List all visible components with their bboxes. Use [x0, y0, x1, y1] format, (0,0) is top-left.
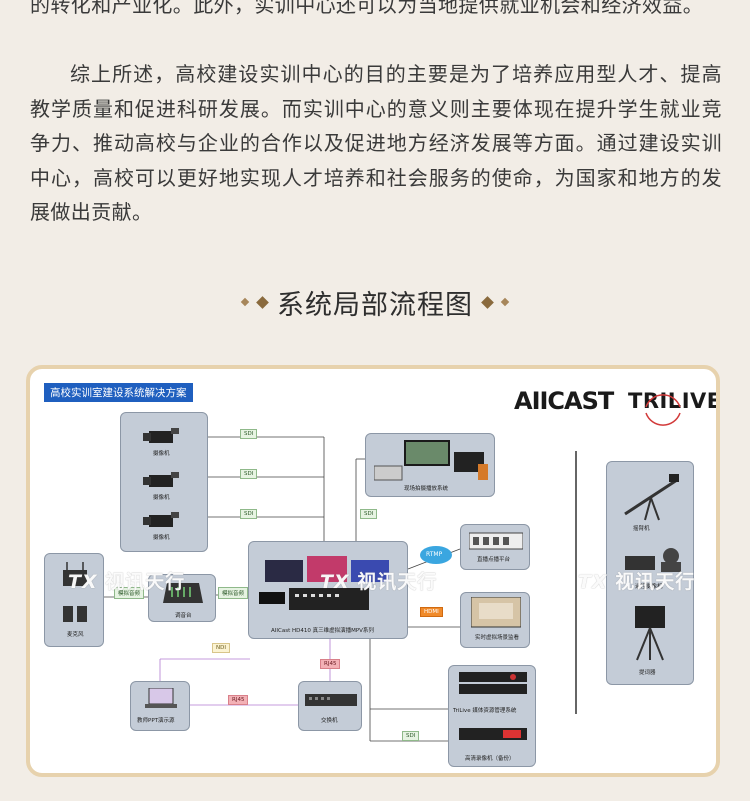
watermark: TX 视讯天行	[68, 567, 185, 594]
watermark-text: 视讯天行	[615, 571, 696, 593]
remote-camera-icon	[625, 548, 681, 572]
article-paragraph-0: 的转化和产业化。此外，实训中心还可以为当地提供就业机会和经济效益。	[30, 0, 704, 17]
analog-audio-tag: 模拟音频	[218, 587, 249, 599]
studio-screen-icon	[471, 597, 521, 628]
section-heading: 系统局部流程图	[0, 282, 750, 322]
diagram-card: 高校实训室建设系统解决方案 AIICAST TRILIVE 摄像机	[26, 365, 720, 777]
prompter-label: 提词器	[639, 670, 656, 676]
laptop-icon	[145, 688, 177, 708]
camera-label: 摄像机	[153, 451, 170, 457]
article-paragraph-1: 综上所述，高校建设实训中心的目的主要是为了培养应用型人才、提高教学质量和促进科研…	[30, 62, 722, 224]
server-icon	[469, 532, 523, 550]
camera-group: 摄像机 摄像机 摄像机	[120, 412, 208, 552]
aicast-logo: AIICAST	[514, 387, 614, 415]
wireless-receiver-icon	[63, 562, 87, 586]
rj45-tag: RJ45	[228, 695, 249, 705]
analog-audio-tag: 模拟音频	[114, 587, 145, 599]
crane-icon	[624, 474, 679, 521]
live-platform-box: 直播点播平台	[460, 524, 530, 570]
watermark-text: 视讯天行	[357, 571, 438, 593]
switch-label: 交换机	[321, 718, 338, 724]
trilive-logo: TRILIVE	[628, 389, 720, 413]
teacher-pc-box: 教师PPT演示源	[130, 681, 190, 731]
main-system-label: AIICast HD410 真三维虚拟演播MPV系列	[271, 628, 374, 634]
camera-support-group: 摇臂机 遥控摄像机 提词器	[606, 461, 694, 685]
monitor-desk-icon	[374, 440, 488, 481]
watermark-text: 视讯天行	[105, 571, 186, 593]
watermark-logo-icon: TX	[320, 571, 350, 593]
watermark: TX 视讯天行	[320, 567, 437, 594]
monitor-system-box: 现场拍摄播放系统	[365, 433, 495, 497]
recorder-label: 高清录像机（备份）	[465, 756, 515, 762]
sdi-tag: SDI	[240, 429, 258, 439]
trilive-manager-label: TriLive 媒体资源管理系统	[453, 708, 517, 714]
diagram-banner: 高校实训室建设系统解决方案	[44, 383, 193, 402]
camera-icon	[143, 472, 179, 487]
crane-label: 摇臂机	[633, 526, 650, 532]
live-platform-label: 直播点播平台	[477, 557, 511, 563]
camera-label: 摄像机	[153, 535, 170, 541]
media-server-icon	[459, 672, 527, 694]
monitor-system-label: 现场拍摄播放系统	[404, 486, 449, 492]
mic-group: 麦克风	[44, 553, 104, 647]
hdmi-tag: HDMI	[420, 607, 443, 617]
recorder-icon	[459, 728, 527, 740]
diamond-icon	[240, 297, 250, 307]
watermark-logo-icon: TX	[68, 571, 98, 593]
diamond-icon	[481, 295, 494, 309]
rj45-tag: RJ45	[320, 659, 341, 669]
sdi-tag: SDI	[402, 731, 420, 741]
network-switch-icon	[305, 694, 357, 706]
cloud-icon	[420, 546, 452, 564]
prompter-icon	[635, 606, 665, 661]
main-system-box: AIICast HD410 真三维虚拟演播MPV系列	[248, 541, 408, 639]
sdi-tag: SDI	[240, 469, 258, 479]
studio-monitor-label: 实时虚拟场景监看	[475, 635, 520, 641]
mixer-icon	[163, 583, 203, 603]
camera-label: 摄像机	[153, 495, 170, 501]
watermark: TX 视讯天行	[578, 567, 695, 594]
diamond-icon	[500, 297, 510, 307]
mixer-label: 调音台	[175, 613, 192, 619]
remote-camera-label: 遥控摄像机	[635, 584, 663, 590]
mixer-box: 调音台	[148, 574, 216, 622]
ndi-tag: NDI	[212, 643, 230, 653]
camera-icon	[143, 428, 179, 443]
switch-box: 交换机	[298, 681, 362, 731]
camera-icon	[143, 512, 179, 527]
mic-label: 麦克风	[67, 632, 84, 638]
rtmp-label: RTMP	[426, 551, 443, 558]
sdi-tag: SDI	[240, 509, 258, 519]
virtual-studio-device-icon	[259, 556, 389, 610]
watermark-logo-icon: TX	[578, 571, 608, 593]
trilive-arc-icon	[645, 394, 681, 426]
microphone-icon	[63, 606, 87, 622]
studio-monitor-box: 实时虚拟场景监看	[460, 592, 530, 648]
teacher-pc-label: 教师PPT演示源	[137, 718, 175, 724]
section-title: 系统局部流程图	[277, 289, 473, 321]
storage-group: TriLive 媒体资源管理系统 高清录像机（备份）	[448, 665, 536, 767]
sdi-tag: SDI	[360, 509, 378, 519]
diamond-icon	[256, 295, 269, 309]
